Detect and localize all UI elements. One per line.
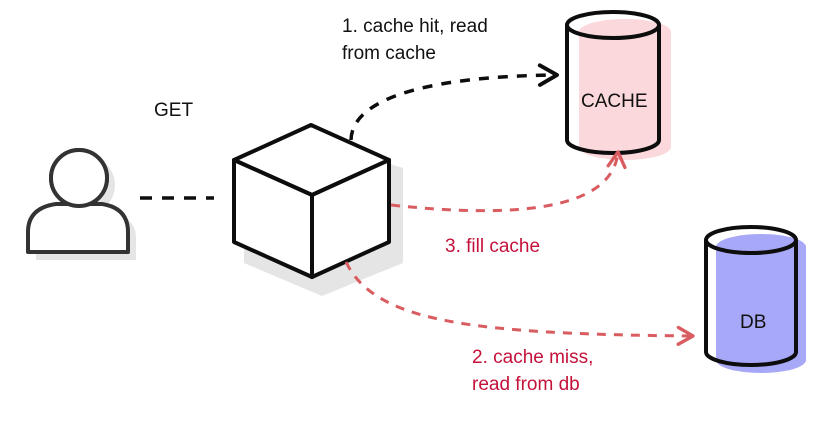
server-cube-icon: [232, 123, 403, 296]
user-icon: [26, 148, 136, 260]
cache-hit-label-line2: from cache: [342, 43, 436, 64]
cache-miss-arrow: [344, 261, 695, 346]
db-label: DB: [740, 312, 766, 333]
cache-hit-arrow: [349, 63, 559, 141]
cache-label: CACHE: [581, 91, 648, 112]
fill-cache-label: 3. fill cache: [445, 236, 540, 257]
db-database-icon: [704, 225, 806, 373]
cache-miss-label-line1: 2. cache miss,: [472, 347, 593, 368]
cache-database-icon: [565, 10, 671, 160]
get-label: GET: [154, 100, 193, 121]
cache-miss-label-line2: read from db: [472, 374, 580, 395]
fill-cache-arrow: [390, 150, 627, 213]
cache-hit-label-line1: 1. cache hit, read: [342, 16, 488, 37]
